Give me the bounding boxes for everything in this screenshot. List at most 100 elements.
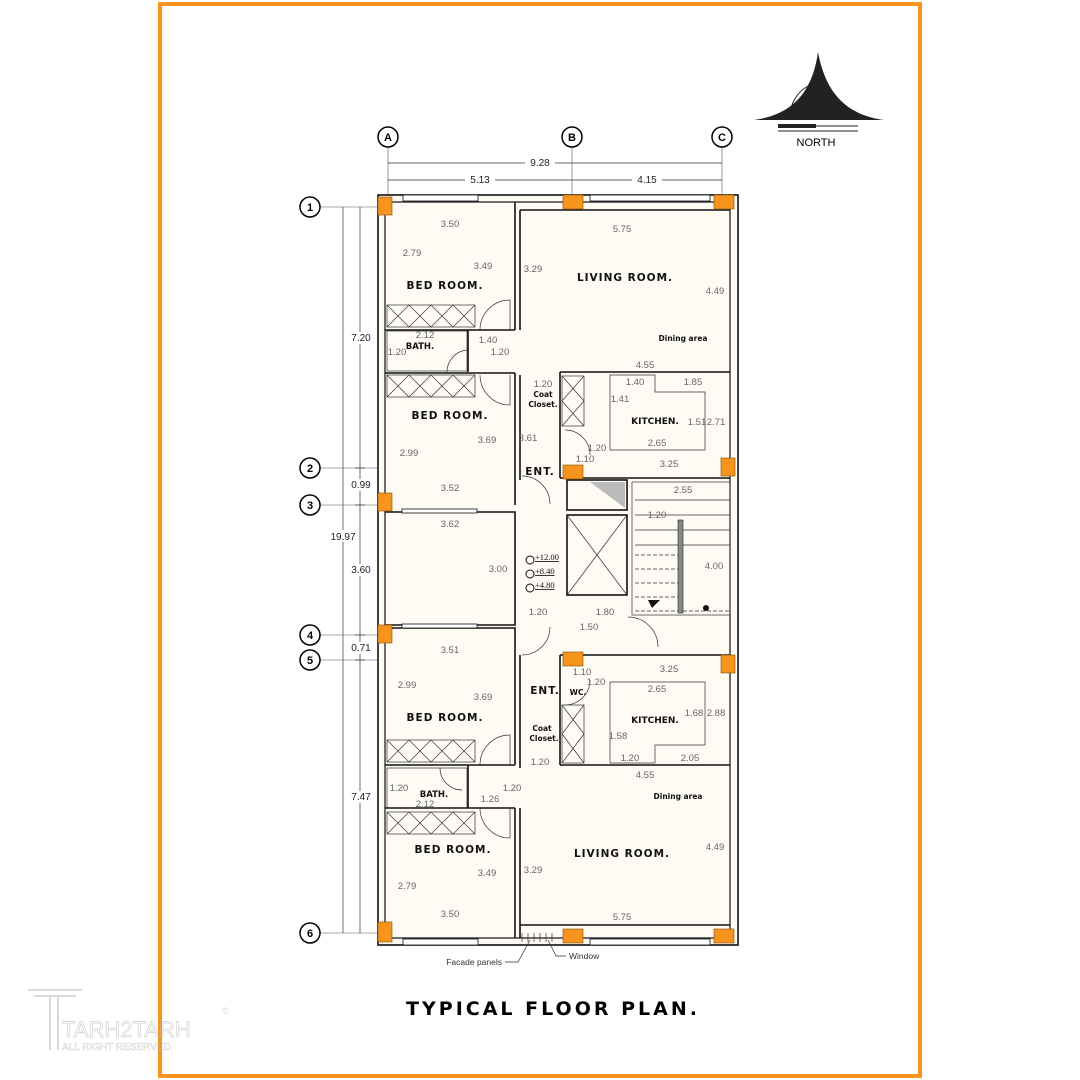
facade-panels-label: Facade panels	[446, 957, 502, 967]
room-dimension-label: 2.99	[398, 680, 417, 691]
room-dimension-label: 4.49	[706, 286, 725, 297]
room-dimension-label: 1.40	[626, 377, 645, 388]
room-bath: BATH.	[406, 342, 435, 352]
room-dimension-label: 5.75	[613, 224, 632, 235]
room-dimension-label: 2.65	[648, 684, 667, 695]
room-bedroom: BED ROOM.	[407, 712, 484, 724]
drawing-title: TYPICAL FLOOR PLAN.	[406, 998, 700, 1020]
coat-closet-label: Closet.	[528, 400, 557, 409]
room-dimension-label: 4.55	[636, 770, 655, 781]
room-dimension-label: 1.20	[534, 379, 553, 390]
window-label: Window	[569, 951, 600, 961]
room-dimension-label: 1.41	[611, 394, 630, 405]
room-dimension-label: 2.12	[416, 799, 435, 810]
room-dimension-label: 1.20	[491, 347, 510, 358]
room-dimension-label: 1.20	[648, 510, 667, 521]
grid-label-b: B	[568, 132, 576, 144]
grid-label-1: 1	[307, 202, 313, 214]
room-dimension-label: 3.62	[441, 519, 460, 530]
wardrobe-icon	[386, 304, 585, 835]
watermark-brand: TARH2TARH	[62, 1017, 191, 1042]
coat-closet-label: Coat	[532, 724, 552, 733]
coat-closet-label: Closet.	[529, 734, 558, 743]
room-dimension-label: 3.25	[660, 664, 679, 675]
room-kitchen: KITCHEN.	[631, 716, 679, 726]
north-arrow-icon: NORTH	[754, 52, 884, 149]
room-dimension-label: 3.29	[524, 264, 543, 275]
room-dimension-label: 1.20	[531, 757, 550, 768]
coat-closet-label: Coat	[533, 390, 553, 399]
room-dimension-label: 3.50	[441, 219, 460, 230]
dim-1-2: 7.20	[351, 333, 371, 344]
room-dimension-label: 1.10	[576, 454, 595, 465]
room-dimension-label: 3.49	[478, 868, 497, 879]
grid-columns: A B C	[377, 126, 733, 200]
dim-width-bc: 4.15	[637, 175, 657, 186]
room-dimension-label: 2.79	[403, 248, 422, 259]
room-dimension-label: 1.20	[587, 677, 606, 688]
room-bedroom: BED ROOM.	[407, 280, 484, 292]
room-bath: BATH.	[420, 790, 449, 800]
room-dimension-label: 1.20	[621, 753, 640, 764]
room-dimension-label: 1.68	[685, 708, 704, 719]
dim-total-width: 9.28	[530, 158, 550, 169]
north-label: NORTH	[797, 137, 836, 149]
level-label: +12.00	[535, 552, 559, 562]
dim-width-ab: 5.13	[470, 175, 490, 186]
room-dimension-label: 5.75	[613, 912, 632, 923]
watermark-rights: ALL RIGHT RESERVED	[62, 1042, 171, 1053]
room-labels-upper: BED ROOM. BED ROOM. BATH. LIVING ROOM. D…	[406, 272, 708, 478]
dim-4-5: 0.71	[351, 643, 371, 654]
room-kitchen: KITCHEN.	[631, 417, 679, 427]
room-dimension-label: 3.00	[489, 564, 508, 575]
room-entrance: ENT.	[525, 466, 555, 478]
room-dimension-label: 1.26	[481, 794, 500, 805]
room-dimension-label: 2.88	[707, 708, 726, 719]
room-dimension-label: 1.50	[580, 622, 599, 633]
room-dimension-label: 2.55	[674, 485, 693, 496]
room-labels-lower: BED ROOM. BED ROOM. BATH. LIVING ROOM. D…	[407, 685, 703, 860]
room-dimension-label: 4.55	[636, 360, 655, 371]
room-dimension-label: 3.52	[441, 483, 460, 494]
room-dimension-label: 2.79	[398, 881, 417, 892]
grid-label-a: A	[384, 132, 392, 144]
annotations: Facade panels Window	[446, 939, 600, 967]
room-dimension-label: 1.20	[529, 607, 548, 618]
room-dining: Dining area	[654, 792, 703, 801]
door-swing-icon	[439, 299, 659, 839]
room-dimension-label: 3.25	[660, 459, 679, 470]
dim-3-4: 3.60	[351, 565, 371, 576]
room-dimension-label: 1.20	[388, 347, 407, 358]
level-markers: +12.00 +8.40 +4.80	[525, 552, 559, 593]
room-bedroom: BED ROOM.	[415, 844, 492, 856]
room-dimension-label: 1.20	[503, 783, 522, 794]
grid-label-c: C	[718, 132, 726, 144]
room-dimension-label: 2.99	[400, 448, 419, 459]
room-dimension-label: 1.10	[573, 667, 592, 678]
grid-label-5: 5	[307, 655, 313, 667]
grid-label-3: 3	[307, 500, 313, 512]
level-label: +8.40	[535, 566, 555, 576]
room-dimension-label: 3.50	[441, 909, 460, 920]
room-dimension-label: 3.69	[478, 435, 497, 446]
room-dimension-label: 3.61	[519, 433, 538, 444]
level-label: +4.80	[535, 580, 555, 590]
room-dimension-label: 4.49	[706, 842, 725, 853]
room-dimension-label: 1.51	[688, 417, 707, 428]
room-wc: WC.	[570, 688, 587, 697]
room-dimension-label: 1.80	[596, 607, 615, 618]
structural-columns	[377, 194, 736, 944]
room-dimension-label: 2.05	[681, 753, 700, 764]
room-dimension-label: 2.65	[648, 438, 667, 449]
dim-5-6: 7.47	[351, 792, 371, 803]
room-dimension-label: 1.85	[684, 377, 703, 388]
grid-label-2: 2	[307, 463, 313, 475]
watermark-logo: TARH2TARH ALL RIGHT RESERVED ©	[28, 989, 229, 1053]
room-dimension-label: 2.71	[707, 417, 726, 428]
room-dimension-label: 1.20	[390, 783, 409, 794]
room-dimension-label: 1.40	[479, 335, 498, 346]
room-dimension-label: 3.51	[441, 645, 460, 656]
copyright-mark: ©	[222, 1006, 229, 1016]
dim-total-length: 19.97	[330, 532, 355, 543]
